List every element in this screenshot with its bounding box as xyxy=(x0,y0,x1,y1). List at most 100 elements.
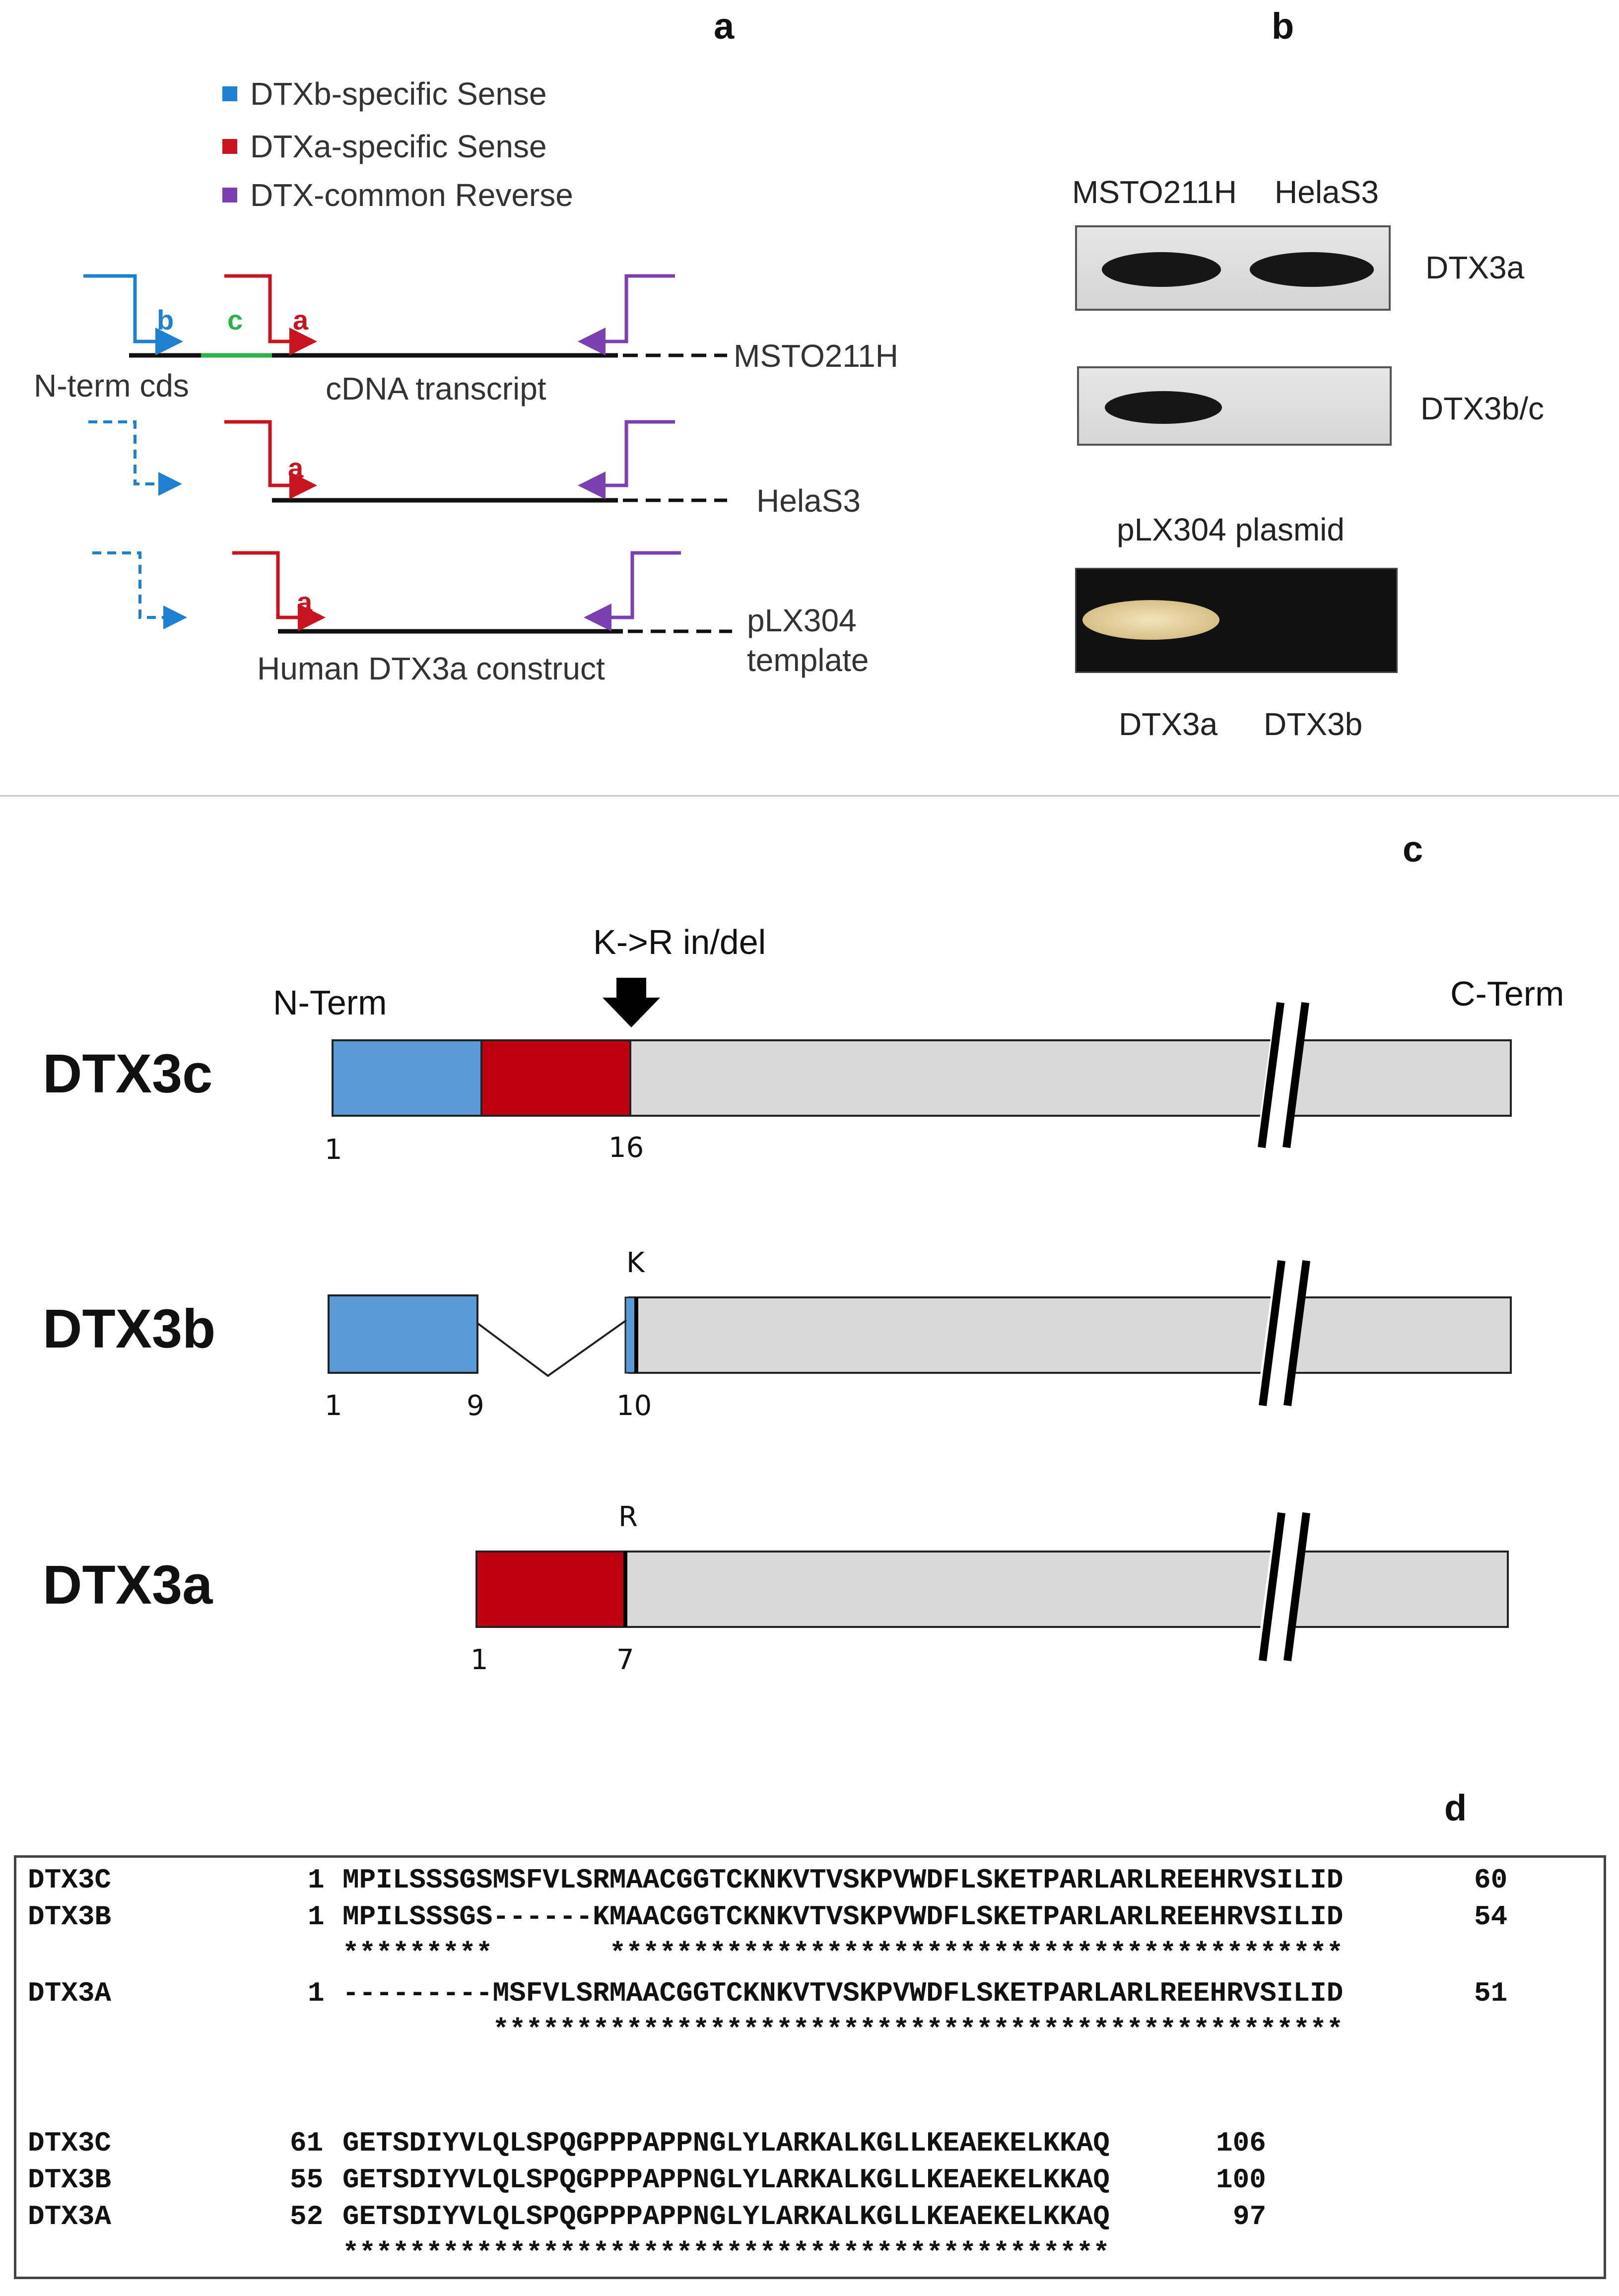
seq-id: DTX3B xyxy=(28,1901,112,1933)
legend-item-a-sense: DTXa-specific Sense xyxy=(222,128,547,165)
primer-a-arrow xyxy=(224,274,317,355)
primer-letter-a: a xyxy=(293,304,309,336)
position-label: 10 xyxy=(616,1390,652,1422)
seq-end: 106 xyxy=(1216,2127,1266,2159)
seq-id: DTX3B xyxy=(28,2164,112,2196)
legend-item-common-reverse: DTX-common Reverse xyxy=(222,177,573,213)
residue-marker-k: K xyxy=(626,1247,645,1279)
seq-id: DTX3C xyxy=(28,1864,112,1896)
isoform-diagrams xyxy=(328,978,1512,1666)
isoform-dtx3b-bar xyxy=(328,1259,1512,1412)
seq-residues: MPILSSSGS------KMAACGGTCKNKVTVSKPVWDFLSK… xyxy=(342,1901,1344,1933)
lane-label-msto211h: MSTO211H xyxy=(1072,174,1237,210)
legend-swatch-blue xyxy=(222,86,237,101)
seq-end: 97 xyxy=(1233,2201,1267,2232)
conservation-stars: ****************************************… xyxy=(342,2237,1110,2269)
seq-end: 100 xyxy=(1216,2164,1266,2196)
primer-reverse-arrow xyxy=(578,420,675,499)
n-term-cds-label: N-term cds xyxy=(34,368,189,404)
position-label: 16 xyxy=(608,1132,644,1164)
isoform-name-dtx3b: DTX3b xyxy=(43,1298,216,1359)
lane-label-helas3: HelaS3 xyxy=(1275,174,1379,210)
row-helas3 xyxy=(88,420,727,503)
blot-label-dtx3a: DTX3a xyxy=(1425,250,1525,285)
band-dtx3a-helas3 xyxy=(1250,252,1374,287)
primer-letter-a: a xyxy=(288,452,304,483)
section-divider xyxy=(0,795,1619,797)
position-label: 1 xyxy=(471,1644,488,1676)
primer-a-arrow xyxy=(224,420,317,499)
isoform-name-dtx3a: DTX3a xyxy=(43,1554,213,1616)
primer-b-dashed-arrow xyxy=(92,551,187,629)
plasmid-title: pLX304 plasmid xyxy=(1117,512,1345,547)
seq-end: 51 xyxy=(1474,1977,1508,2009)
band-plasmid-dtx3a xyxy=(1082,600,1219,640)
isoform-name-dtx3c: DTX3c xyxy=(43,1043,213,1104)
seq-residues: MPILSSSGSMSFVLSRMAACGGTCKNKVTVSKPVWDFLSK… xyxy=(342,1864,1344,1896)
plasmid-lane-dtx3a: DTX3a xyxy=(1119,706,1218,742)
row-label-plx304-template: pLX304 template xyxy=(747,603,869,678)
legend-item-b-sense: DTXb-specific Sense xyxy=(222,75,547,112)
gel-plasmid xyxy=(1075,568,1398,673)
seq-start: 1 xyxy=(308,1864,325,1896)
blot-dtx3bc xyxy=(1077,366,1392,446)
dtx3a-construct-label: Human DTX3a construct xyxy=(257,651,605,686)
primer-letter-b: b xyxy=(157,304,174,336)
sequence-alignment xyxy=(14,1855,1606,2279)
primer-schematic xyxy=(83,274,732,634)
panel-letter-b: b xyxy=(1272,5,1294,47)
band-dtx3a-msto211h xyxy=(1102,252,1221,287)
primer-a-arrow xyxy=(232,551,326,631)
seq-id: DTX3A xyxy=(28,1977,112,2009)
blot-label-dtx3bc: DTX3b/c xyxy=(1420,391,1544,426)
c-term-label: C-Term xyxy=(1450,974,1564,1013)
primer-letter-a: a xyxy=(297,586,313,617)
seq-end: 54 xyxy=(1474,1901,1508,1933)
row-label-helas3: HelaS3 xyxy=(756,483,861,519)
seq-residues: GETSDIYVLQLSPQGPPPAPPNGLYLARKALKGLLKEAEK… xyxy=(342,2201,1110,2232)
primer-letter-c: c xyxy=(227,304,243,336)
seq-residues: ---------MSFVLSRMAACGGTCKNKVTVSKPVWDFLSK… xyxy=(342,1977,1344,2009)
row-plx304 xyxy=(92,551,732,634)
seq-start: 55 xyxy=(290,2164,324,2196)
panel-letter-c: c xyxy=(1403,828,1423,870)
legend-label: DTXb-specific Sense xyxy=(250,76,547,112)
row-msto211h xyxy=(83,274,727,358)
primer-reverse-arrow xyxy=(584,551,681,631)
legend-label: DTX-common Reverse xyxy=(250,177,573,213)
seq-start: 1 xyxy=(308,1901,325,1933)
plasmid-lane-dtx3b: DTX3b xyxy=(1264,706,1363,742)
seq-residues: GETSDIYVLQLSPQGPPPAPPNGLYLARKALKGLLKEAEK… xyxy=(342,2127,1110,2159)
isoform-dtx3c-bar xyxy=(332,1000,1512,1159)
band-dtx3bc-msto211h xyxy=(1105,391,1222,424)
position-label: 7 xyxy=(616,1644,634,1676)
position-label: 1 xyxy=(325,1134,342,1166)
n-term-label: N-Term xyxy=(273,983,387,1022)
isoform-dtx3a-bar xyxy=(475,1511,1509,1666)
legend-label: DTXa-specific Sense xyxy=(250,129,547,164)
blot-dtx3a xyxy=(1075,225,1391,311)
residue-marker-r: R xyxy=(618,1501,638,1533)
row-label-msto211h: MSTO211H xyxy=(734,338,898,374)
panel-letter-d: d xyxy=(1444,1787,1467,1828)
position-label: 9 xyxy=(467,1390,484,1422)
mutation-label: K->R in/del xyxy=(593,923,766,961)
mutation-arrow-icon xyxy=(603,978,660,1027)
primer-b-dashed-arrow xyxy=(88,420,182,496)
seq-start: 1 xyxy=(308,1977,325,2009)
seq-start: 52 xyxy=(290,2201,324,2232)
primer-b-arrow xyxy=(83,274,183,355)
seq-id: DTX3C xyxy=(28,2127,112,2159)
position-label: 1 xyxy=(325,1390,342,1422)
primer-reverse-arrow xyxy=(578,274,675,355)
legend-swatch-purple xyxy=(222,188,237,203)
seq-start: 61 xyxy=(290,2127,324,2159)
seq-end: 60 xyxy=(1474,1864,1508,1896)
conservation-stars: ********* ******************************… xyxy=(342,1938,1344,1969)
cdna-transcript-label: cDNA transcript xyxy=(326,371,546,406)
panel-letter-a: a xyxy=(714,5,735,47)
seq-id: DTX3A xyxy=(28,2201,112,2232)
conservation-stars: ****************************************… xyxy=(342,2014,1344,2046)
legend-swatch-red xyxy=(222,139,237,154)
